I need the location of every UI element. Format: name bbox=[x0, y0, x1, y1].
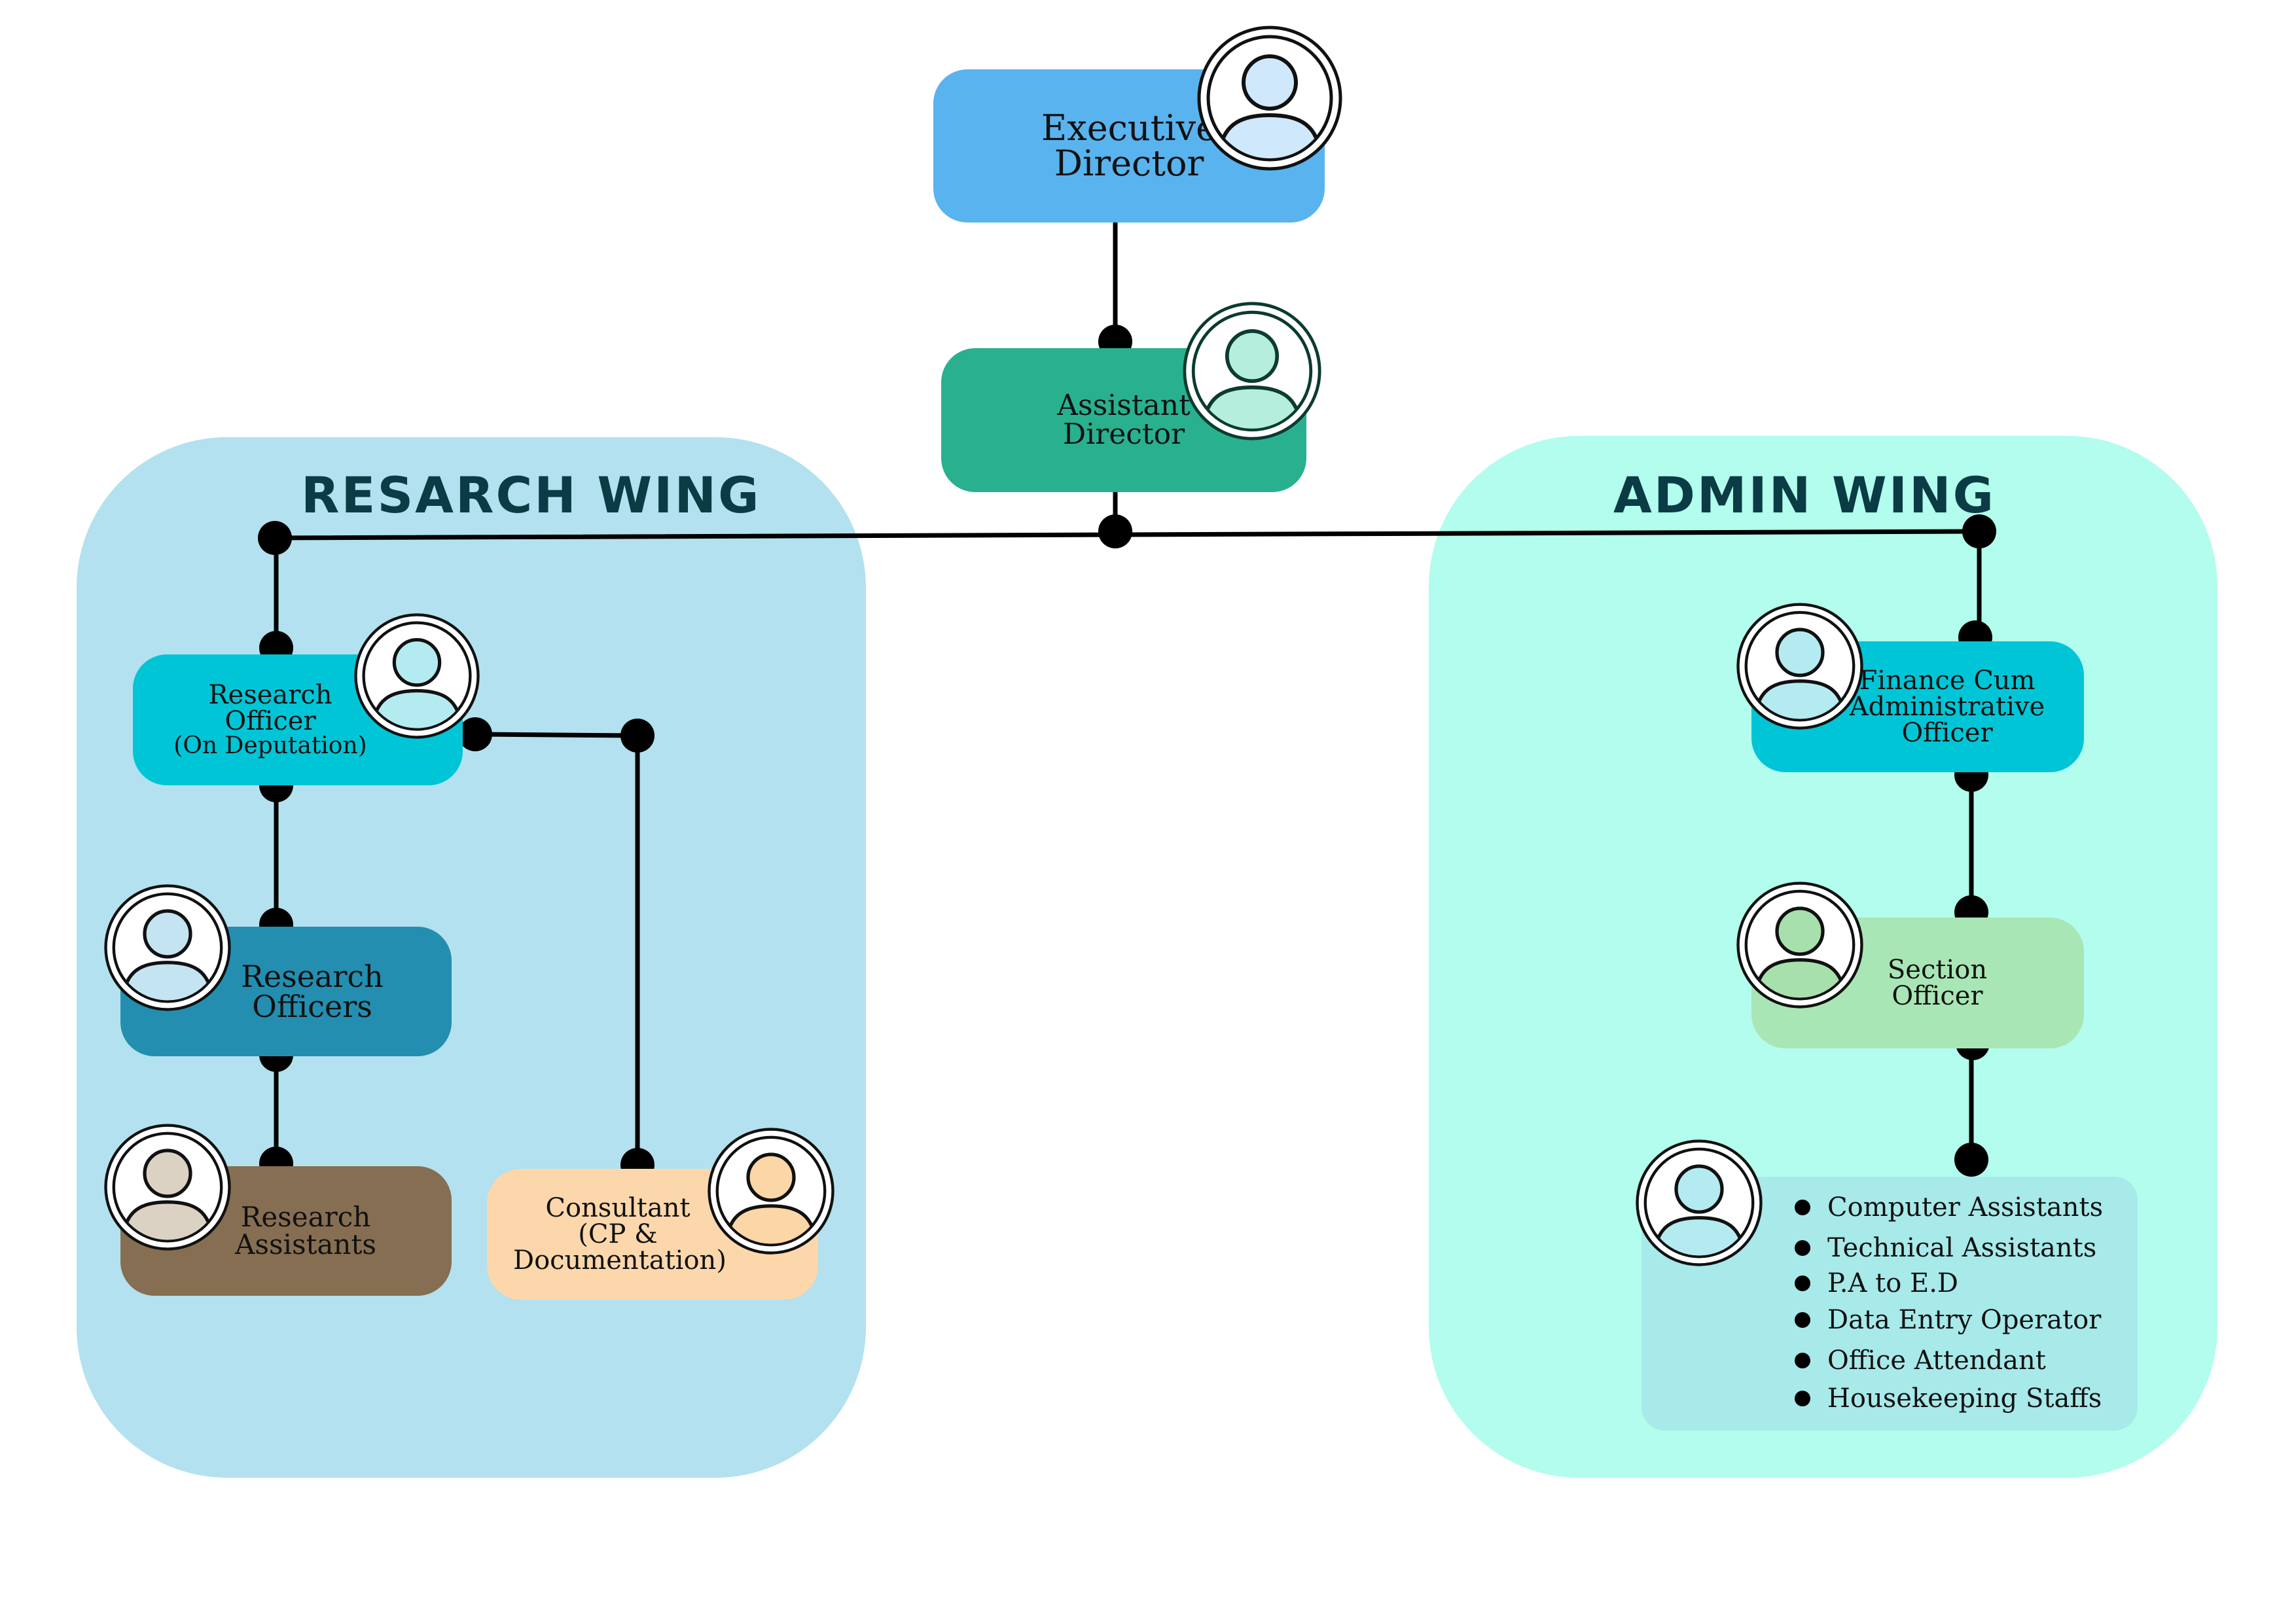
bullet-icon bbox=[1795, 1353, 1810, 1368]
assistant-director-person-icon bbox=[1183, 302, 1321, 440]
connector-dot bbox=[1962, 514, 1996, 548]
consultant-person-icon bbox=[708, 1128, 834, 1255]
connector-dot bbox=[1098, 514, 1132, 548]
list-item: Technical Assistants bbox=[1641, 1232, 2096, 1264]
bullet-icon bbox=[1795, 1312, 1810, 1328]
research-officers-line-2: Officers bbox=[252, 989, 372, 1024]
research-officer-deputation-person-icon bbox=[354, 613, 480, 739]
research-officer-deputation-line-3: (On Deputation) bbox=[173, 732, 367, 759]
executive-director-person-icon bbox=[1197, 26, 1342, 171]
bullet-icon bbox=[1795, 1391, 1810, 1406]
section-officer-line-1: Section bbox=[1887, 955, 1988, 985]
section-officer-line-2: Officer bbox=[1892, 981, 1983, 1011]
research-officers-person-icon bbox=[104, 884, 231, 1011]
research-wing-title: RESARCH WING bbox=[301, 466, 761, 524]
bullet-icon bbox=[1795, 1240, 1810, 1256]
consultant-line-3: Documentation) bbox=[513, 1245, 726, 1275]
bullet-icon bbox=[1795, 1275, 1810, 1291]
consultant-line-2: (CP & bbox=[578, 1219, 658, 1249]
assistant-director-line-2: Director bbox=[1062, 418, 1185, 451]
connector-dot bbox=[258, 521, 292, 555]
executive-director-line-1: Executive bbox=[1041, 107, 1217, 149]
list-item: Data Entry Operator bbox=[1641, 1304, 2101, 1336]
staff-list-person-icon bbox=[1636, 1139, 1763, 1266]
connector-dot bbox=[620, 719, 655, 753]
consultant-line-1: Consultant bbox=[545, 1193, 691, 1223]
research-officer-deputation-line-2: Officer bbox=[224, 706, 316, 736]
list-item: Office Attendant bbox=[1641, 1344, 2046, 1377]
finance-officer-line-1: Finance Cum bbox=[1859, 666, 2036, 696]
executive-director-line-2: Director bbox=[1054, 143, 1204, 184]
connector-dot bbox=[458, 717, 492, 751]
list-item: Housekeeping Staffs bbox=[1641, 1382, 2102, 1415]
research-assistants-person-icon bbox=[104, 1124, 231, 1251]
research-assistants-line-1: Research bbox=[240, 1201, 371, 1233]
connector-dot bbox=[1954, 1143, 1988, 1177]
finance-officer-line-2: Administrative bbox=[1849, 692, 2045, 722]
assistant-director-line-1: Assistant bbox=[1057, 389, 1191, 422]
list-item: Computer Assistants bbox=[1641, 1191, 2103, 1224]
research-officers-line-1: Research bbox=[241, 959, 384, 994]
finance-officer-person-icon bbox=[1736, 603, 1863, 730]
finance-officer-line-3: Officer bbox=[1901, 718, 1993, 748]
bullet-icon bbox=[1795, 1200, 1810, 1215]
research-assistants-line-2: Assistants bbox=[235, 1228, 376, 1260]
admin-wing-title: ADMIN WING bbox=[1613, 466, 1996, 524]
list-item: P.A to E.D bbox=[1641, 1267, 1958, 1300]
section-officer-person-icon bbox=[1736, 882, 1863, 1008]
research-officer-deputation-line-1: Research bbox=[208, 680, 332, 710]
